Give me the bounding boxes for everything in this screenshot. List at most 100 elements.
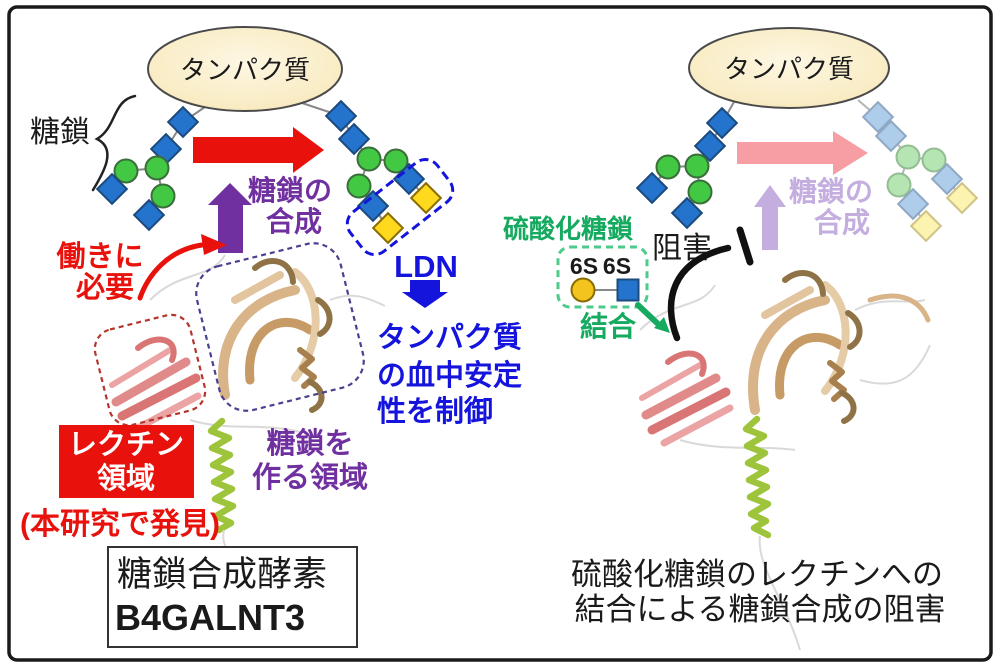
needed-curved-arrow <box>137 242 205 301</box>
glcnac-square-icon <box>670 196 704 230</box>
transmembrane-helix-icon <box>207 417 237 534</box>
lectin-label-line2: 領域 <box>97 461 155 495</box>
glcnac-square-icon <box>166 105 200 139</box>
lectin-label-line1: レクチン <box>68 428 184 461</box>
synthesis-arrow-right-faded <box>737 131 868 175</box>
glcnac-square-icon <box>324 99 358 133</box>
sulfated-glycan-label: 硫酸化糖鎖 <box>503 214 633 244</box>
synthesis-label-line2-right: 合成 <box>814 206 870 238</box>
mannose-circle-icon <box>655 154 681 180</box>
glycan-synthesis-arrow-left <box>208 183 252 253</box>
glycan-after <box>324 99 455 257</box>
sulfated-glycan-dashed-box <box>556 245 649 309</box>
loop-strand <box>854 299 926 311</box>
inhibition-tbar <box>736 226 754 266</box>
loop-strand <box>639 284 716 331</box>
glcnac-square-faded-icon <box>896 187 930 221</box>
loop-strand <box>189 419 301 433</box>
synthesis-arrow-left <box>193 127 324 173</box>
glycan-bracket-label: 糖鎖 <box>30 116 90 149</box>
catalytic-domain-ribbons-right <box>748 270 931 424</box>
mannose-circle-icon <box>113 158 139 184</box>
ldn-dashed-box <box>345 157 455 257</box>
b4galnt3-structure <box>93 242 386 569</box>
protein-label-right: タンパク質 <box>724 54 854 84</box>
enzyme-name-box <box>107 546 358 648</box>
six-s-label-1: 6S <box>570 253 598 279</box>
synthesis-label-line1-right: 糖鎖の <box>789 175 873 207</box>
mannose-circle-icon <box>356 146 382 172</box>
binding-label: 結合 <box>580 310 637 342</box>
glcnac-square-faded-icon <box>861 100 895 134</box>
lectin-domain-ribbons-right <box>639 350 734 447</box>
ldn-label: LDN <box>394 249 458 284</box>
blood-stability-line2: の血中安定 <box>377 358 522 392</box>
right-panel: タンパク質 <box>503 27 979 651</box>
discovery-note: (本研究で発見) <box>20 507 220 541</box>
blood-stability-line1: タンパク質 <box>377 321 522 354</box>
galnac-square-icon <box>371 211 405 245</box>
protein-label-left: タンパク質 <box>180 55 310 85</box>
mannose-circle-icon <box>383 148 409 174</box>
glycan-faded <box>861 100 979 243</box>
mannose-circle-icon <box>150 183 176 209</box>
glcnac-square-icon <box>635 171 669 205</box>
mannose-circle-icon <box>346 173 372 199</box>
needed-label-line1: 働きに <box>55 240 143 273</box>
mannose-circle-faded-icon <box>895 144 921 170</box>
glcnac-square-icon <box>693 129 727 163</box>
galnac-square-faded-icon <box>945 181 979 215</box>
loop-strand <box>149 254 226 301</box>
mannose-circle-faded-icon <box>886 172 912 198</box>
binding-arrowhead <box>654 317 670 333</box>
catalytic-domain-dashed-box <box>195 242 365 412</box>
glycan-before <box>95 105 200 232</box>
loop-strand <box>329 294 386 307</box>
glcnac-square-icon <box>337 122 371 156</box>
loop-strand <box>758 535 801 651</box>
galnac-square-faded-icon <box>909 209 943 243</box>
enzyme-name-line2: B4GALNT3 <box>115 597 305 638</box>
mannose-circle-icon <box>687 179 713 205</box>
b4galnt3-structure-right <box>639 270 931 651</box>
six-s-label-2: 6S <box>603 253 631 279</box>
glcnac-square-icon <box>616 278 640 302</box>
lectin-domain-dashed-box <box>93 313 207 427</box>
galactose-circle-icon <box>570 277 596 303</box>
figure-border <box>7 5 993 662</box>
binding-arrow <box>635 302 660 326</box>
blood-stability-line3: 性を制御 <box>377 395 493 428</box>
loop-strand <box>859 344 931 385</box>
enzyme-name-line1: 糖鎖合成酵素 <box>117 555 327 594</box>
synthesis-label-line1-left: 糖鎖の <box>248 174 332 206</box>
ldn-down-arrow <box>402 280 448 308</box>
bottom-caption-line2: 結合による糖鎖合成の阻害 <box>574 592 945 627</box>
glcnac-square-faded-icon <box>874 119 908 153</box>
lectin-domain-ribbons <box>109 336 202 434</box>
mannose-circle-icon <box>684 153 710 179</box>
mannose-circle-faded-icon <box>921 147 947 173</box>
bottom-caption-line1: 硫酸化糖鎖のレクチンへの <box>571 557 943 592</box>
glcnac-square-icon <box>95 172 129 206</box>
loop-strand <box>679 439 796 451</box>
inhibition-curved-arrow <box>667 244 732 342</box>
glycan-brace <box>91 94 137 192</box>
galnac-square-icon <box>409 181 443 215</box>
glcnac-square-icon <box>392 162 426 196</box>
mannose-circle-icon <box>144 155 170 181</box>
lectin-label-box <box>59 425 194 498</box>
glycan-before-right <box>635 106 739 230</box>
transmembrane-helix-icon <box>742 415 772 539</box>
protein-ellipse-left <box>147 26 343 112</box>
glycan-synthesis-arrow-right-faded <box>754 185 786 250</box>
glcnac-square-icon <box>705 106 739 140</box>
glcnac-square-icon <box>132 198 166 232</box>
glcnac-square-faded-icon <box>930 162 964 196</box>
synthesis-label-line2-left: 合成 <box>266 205 322 237</box>
protein-ellipse-right <box>688 27 890 109</box>
glcnac-square-icon <box>356 189 390 223</box>
glycan-region-label-line1: 糖鎖を <box>266 426 353 460</box>
needed-label-line2: 必要 <box>76 271 134 304</box>
